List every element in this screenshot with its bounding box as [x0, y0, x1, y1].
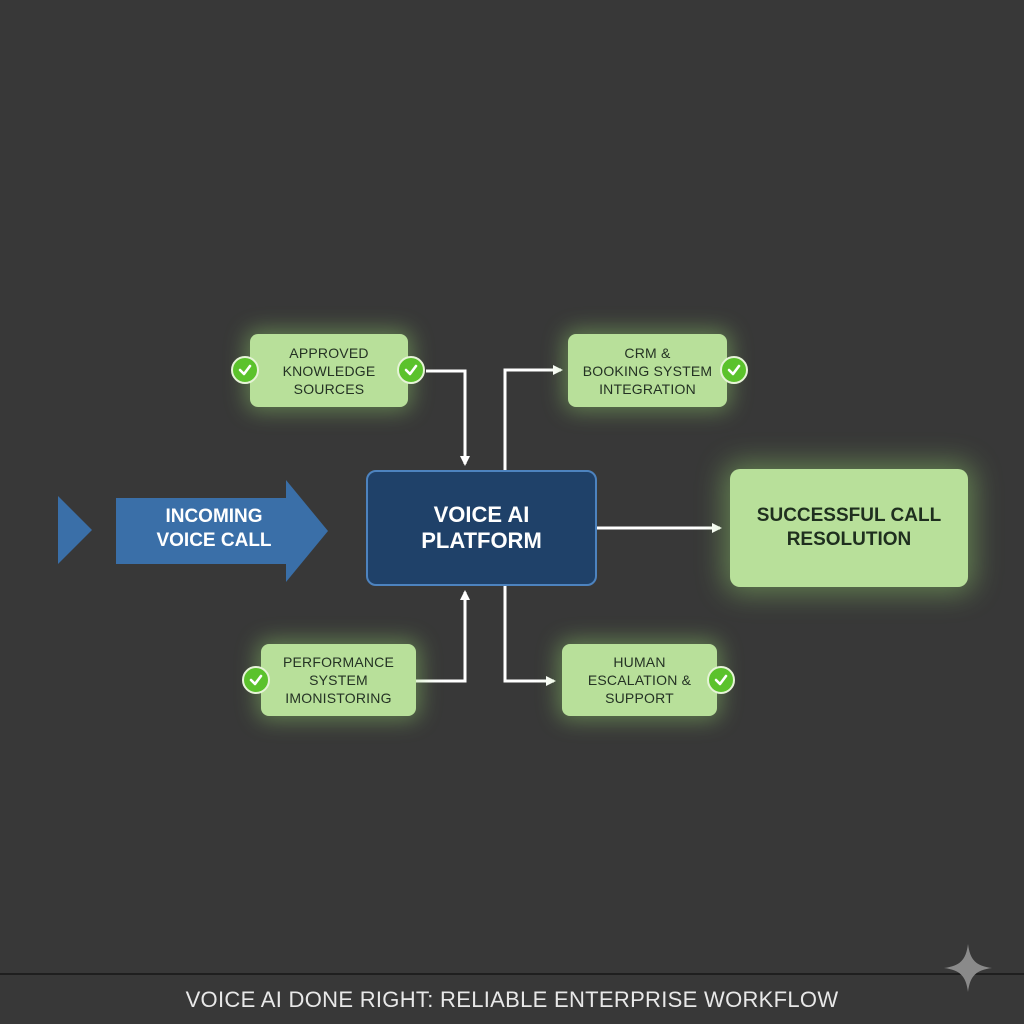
check-icon [397, 356, 425, 384]
connector-monitoring-to-platform [416, 590, 470, 683]
voice-ai-platform-label: VOICE AI PLATFORM [421, 502, 542, 553]
check-icon [231, 356, 259, 384]
knowledge-sources-box: APPROVED KNOWLEDGE SOURCES [250, 334, 408, 407]
connector-knowledge-to-platform [426, 369, 470, 466]
check-icon [720, 356, 748, 384]
performance-monitoring-label: PERFORMANCE SYSTEM IMONISTORING [282, 654, 395, 706]
connector-platform-to-crm [503, 365, 563, 470]
crm-integration-label: CRM & BOOKING SYSTEM INTEGRATION [582, 344, 713, 397]
connector-platform-to-escalation [503, 586, 556, 686]
footer-title: VOICE AI DONE RIGHT: RELIABLE ENTERPRISE… [185, 986, 839, 1012]
knowledge-sources-label: APPROVED KNOWLEDGE SOURCES [282, 344, 376, 397]
check-icon [242, 666, 270, 694]
human-escalation-label: HUMAN ESCALATION & SUPPORT [587, 654, 692, 706]
call-resolution-box: SUCCESSFUL CALL RESOLUTION [730, 469, 968, 587]
crm-integration-box: CRM & BOOKING SYSTEM INTEGRATION [568, 334, 727, 407]
incoming-call-arrow [116, 480, 328, 582]
incoming-call-label: INCOMING VOICE CALL [156, 506, 272, 551]
voice-ai-platform-box: VOICE AI PLATFORM [366, 470, 597, 586]
sparkle-icon [944, 944, 992, 992]
human-escalation-box: HUMAN ESCALATION & SUPPORT [562, 644, 717, 716]
right-chevron-icon [58, 496, 92, 564]
check-icon [707, 666, 735, 694]
performance-monitoring-box: PERFORMANCE SYSTEM IMONISTORING [261, 644, 416, 716]
call-resolution-label: SUCCESSFUL CALL RESOLUTION [756, 505, 942, 550]
footer-divider [0, 973, 1024, 975]
